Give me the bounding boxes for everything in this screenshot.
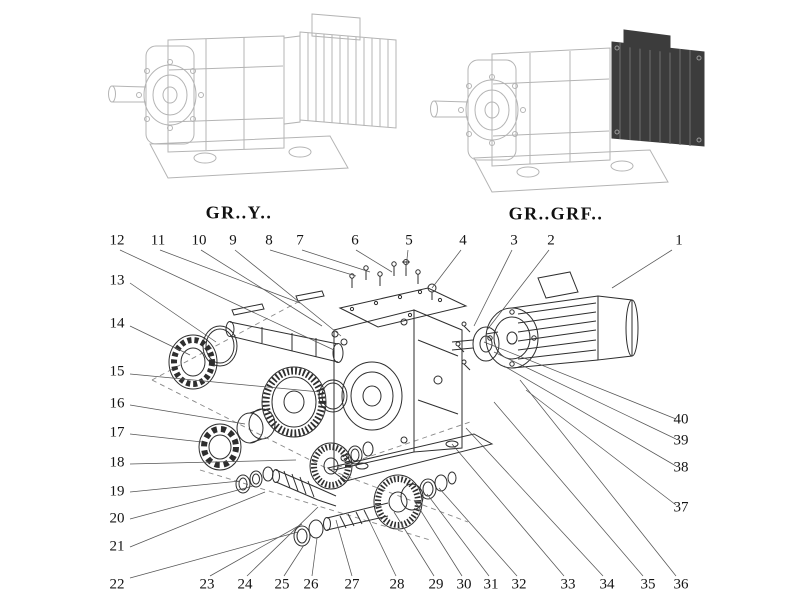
part-callout-4: 4 xyxy=(459,232,467,249)
part-callout-15: 15 xyxy=(109,363,125,380)
part-callout-13: 13 xyxy=(109,272,125,289)
part-callout-33: 33 xyxy=(560,576,576,593)
machine-view-gr-grf xyxy=(430,29,705,193)
part-callout-25: 25 xyxy=(274,576,290,593)
model-label-gr-y: GR..Y.. xyxy=(205,202,273,223)
top-screws xyxy=(349,259,437,300)
part-callout-10: 10 xyxy=(191,232,207,249)
part-callout-6: 6 xyxy=(351,232,359,249)
part-callout-12: 12 xyxy=(109,232,125,249)
part-callout-1: 1 xyxy=(675,232,683,249)
part-callout-21: 21 xyxy=(109,538,125,555)
part-callout-22: 22 xyxy=(109,576,125,593)
part-callout-17: 17 xyxy=(109,424,125,441)
part-callout-34: 34 xyxy=(599,576,615,593)
part-callout-32: 32 xyxy=(511,576,527,593)
part-callout-35: 35 xyxy=(640,576,656,593)
part-callout-5: 5 xyxy=(405,232,413,249)
part-callout-16: 16 xyxy=(109,395,125,412)
part-callout-9: 9 xyxy=(229,232,237,249)
input-adapter xyxy=(451,321,500,371)
part-callout-2: 2 xyxy=(547,232,555,249)
part-callout-19: 19 xyxy=(109,483,125,500)
part-callout-18: 18 xyxy=(109,454,125,471)
model-label-gr-grf: GR..GRF.. xyxy=(508,203,604,224)
part-callout-39: 39 xyxy=(673,432,689,449)
output-shaft xyxy=(225,290,344,363)
gear-rings-bearing xyxy=(198,379,348,471)
part-callout-38: 38 xyxy=(673,459,689,476)
motor xyxy=(485,271,639,369)
part-callout-31: 31 xyxy=(483,576,499,593)
part-callout-23: 23 xyxy=(199,576,215,593)
leader-lines xyxy=(119,249,677,579)
part-callout-20: 20 xyxy=(109,510,125,527)
part-callout-26: 26 xyxy=(303,576,319,593)
part-callout-8: 8 xyxy=(265,232,273,249)
gearbox-housing xyxy=(326,309,494,482)
part-callout-37: 37 xyxy=(673,499,689,516)
bottom-shaft-set xyxy=(293,471,457,547)
part-callout-30: 30 xyxy=(456,576,472,593)
part-callout-3: 3 xyxy=(510,232,518,249)
part-callout-29: 29 xyxy=(428,576,444,593)
main-gear xyxy=(261,366,327,438)
part-callout-11: 11 xyxy=(150,232,166,249)
part-callout-24: 24 xyxy=(237,576,253,593)
part-callout-28: 28 xyxy=(389,576,405,593)
housing-cover-plate xyxy=(338,287,468,328)
machine-view-gr-y xyxy=(108,13,397,179)
part-callout-27: 27 xyxy=(344,576,360,593)
exploded-parts xyxy=(168,259,639,547)
part-callout-40: 40 xyxy=(673,411,689,428)
part-callout-36: 36 xyxy=(673,576,689,593)
intermediate-shaft-set xyxy=(235,441,374,507)
part-callout-7: 7 xyxy=(296,232,304,249)
part-callout-14: 14 xyxy=(109,315,125,332)
output-bearing-set xyxy=(168,325,238,390)
